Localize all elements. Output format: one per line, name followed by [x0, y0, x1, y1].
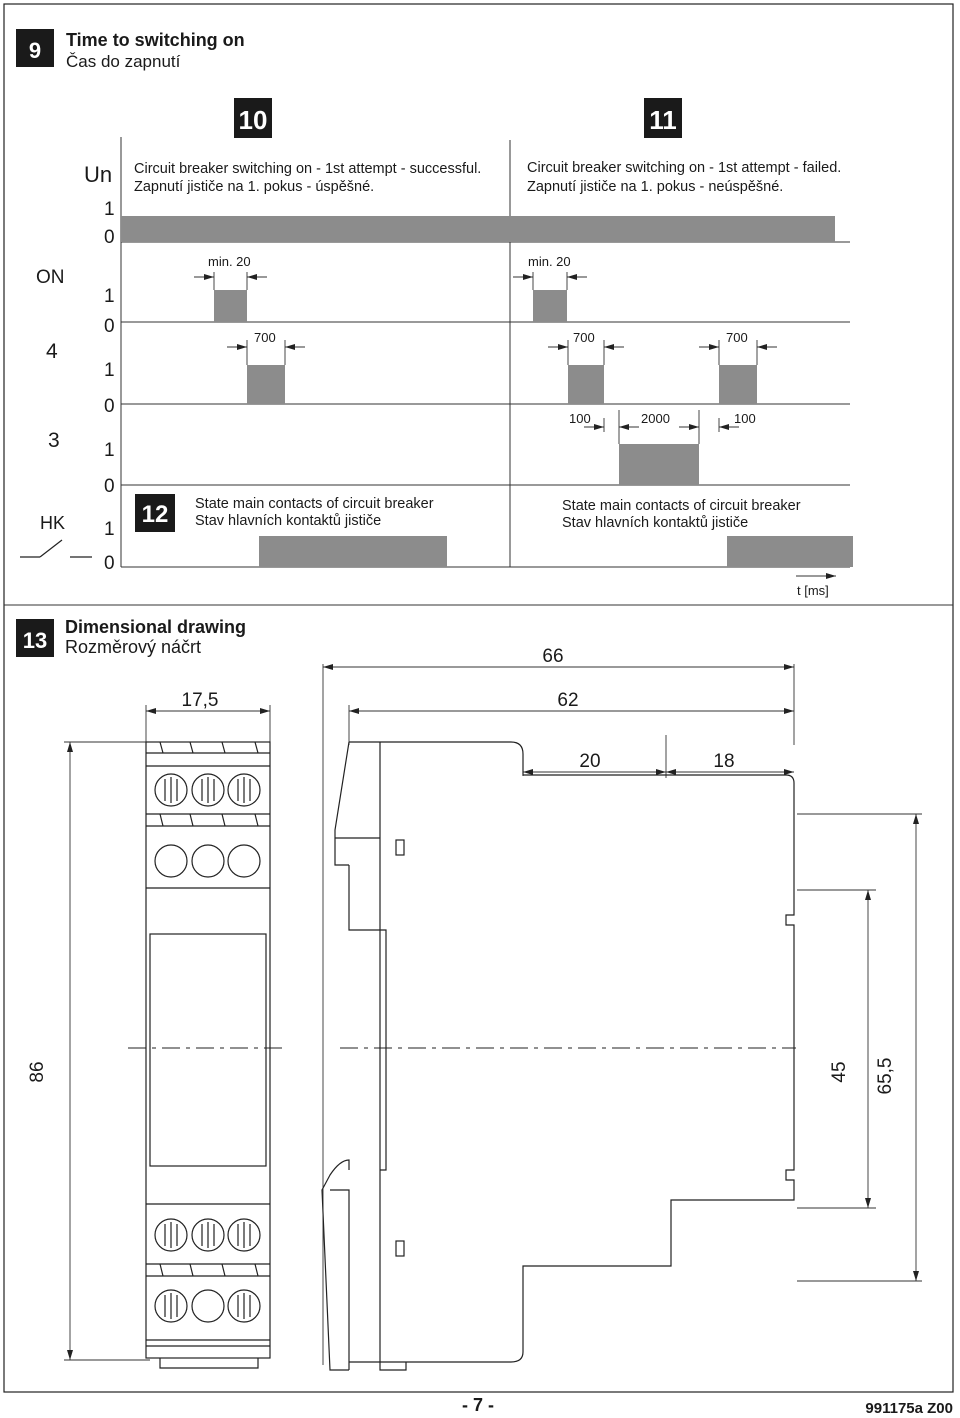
panel-12-number: 12	[142, 501, 169, 528]
panel-10-state-en: State main contacts of circuit breaker	[195, 496, 434, 512]
time-axis-label: t [ms]	[797, 583, 829, 598]
row-label-3: 3	[48, 429, 60, 452]
section-9-badge	[16, 29, 54, 67]
dim-20-label: 20	[579, 751, 600, 772]
section-9-title-en: Time to switching on	[66, 30, 245, 50]
device-side-view	[321, 741, 795, 1371]
panel-10-badge	[234, 98, 272, 138]
section-13-number: 13	[23, 628, 47, 653]
panel-11-min-label: min. 20	[528, 254, 571, 269]
document-code: 991175a Z00	[865, 1400, 953, 1417]
dimension-20-18	[522, 735, 794, 778]
dim-62-label: 62	[557, 690, 578, 711]
device-front-view	[145, 741, 271, 1369]
row4-level-0: 0	[104, 396, 115, 417]
page-frame	[3, 3, 954, 1393]
hk-level-1: 1	[104, 519, 115, 540]
section-13-title-en: Dimensional drawing	[65, 617, 246, 637]
dimension-66	[322, 664, 795, 1365]
dimension-65-5	[797, 813, 922, 1282]
panel-11-main-contact-bar	[727, 536, 853, 567]
panel-11-100a-label: 100	[569, 411, 591, 426]
panel-11-badge	[644, 98, 682, 138]
panel-11-100b-label: 100	[734, 411, 756, 426]
panel-10-caption-en: Circuit breaker switching on - 1st attem…	[134, 161, 481, 177]
row-label-4: 4	[46, 340, 58, 363]
panel-11-700b-label: 700	[726, 330, 748, 345]
panel-11-2000-label: 2000	[641, 411, 670, 426]
panel-10-number: 10	[239, 105, 268, 135]
panel-10-on-pulse	[214, 290, 247, 322]
panel-10-700-label: 700	[254, 330, 276, 345]
panel-11-relay4-pulse-b	[719, 365, 757, 404]
dimension-45	[797, 889, 876, 1209]
un-level-1: 1	[104, 199, 115, 220]
supply-voltage-bar	[121, 216, 835, 242]
section-13-badge	[16, 619, 54, 657]
dim-65-5-label: 65,5	[875, 1058, 896, 1095]
panel-10-caption-cz: Zapnutí jističe na 1. pokus - úspěšné.	[134, 179, 374, 195]
panel-11-700a-label: 700	[573, 330, 595, 345]
panel-11-relay3-pulse	[619, 444, 699, 485]
section-9-title-cz: Čas do zapnutí	[66, 52, 181, 71]
contact-switch-symbol	[20, 539, 92, 558]
dimension-62	[348, 705, 794, 745]
hk-level-0: 0	[104, 553, 115, 574]
un-level-0: 0	[104, 227, 115, 248]
dim-18-label: 18	[713, 751, 734, 772]
panel-12-badge	[135, 494, 175, 532]
panel-11-state-en: State main contacts of circuit breaker	[562, 498, 801, 514]
dim-66-label: 66	[542, 646, 563, 667]
row3-level-1: 1	[104, 440, 115, 461]
dim-86-label: 86	[27, 1061, 48, 1082]
dimension-17-5	[145, 705, 271, 745]
panel-11-number: 11	[649, 105, 677, 135]
on-level-0: 0	[104, 316, 115, 337]
dim-45-label: 45	[829, 1061, 850, 1082]
section-13-title-cz: Rozměrový náčrt	[65, 637, 201, 657]
panel-10-min-label: min. 20	[208, 254, 251, 269]
dim-17-5-label: 17,5	[182, 690, 219, 711]
dimension-86	[64, 741, 150, 1361]
row3-level-0: 0	[104, 476, 115, 497]
panel-11-caption-cz: Zapnutí jističe na 1. pokus - neúspěšné.	[527, 179, 783, 195]
panel-10-main-contact-bar	[259, 536, 447, 567]
row-label-un: Un	[84, 162, 112, 187]
section-9-number: 9	[29, 38, 41, 63]
panel-10-state-cz: Stav hlavních kontaktů jističe	[195, 513, 381, 529]
panel-11-state-cz: Stav hlavních kontaktů jističe	[562, 515, 748, 531]
panel-11-relay4-pulse-a	[568, 365, 604, 404]
row-label-hk: HK	[40, 513, 65, 533]
panel-11-on-pulse	[533, 290, 567, 322]
panel-11-caption-en: Circuit breaker switching on - 1st attem…	[527, 160, 841, 176]
on-level-1: 1	[104, 286, 115, 307]
row-label-on: ON	[36, 267, 65, 288]
row4-level-1: 1	[104, 360, 115, 381]
page-number: - 7 -	[462, 1395, 494, 1415]
panel-10-relay4-pulse	[247, 365, 285, 404]
